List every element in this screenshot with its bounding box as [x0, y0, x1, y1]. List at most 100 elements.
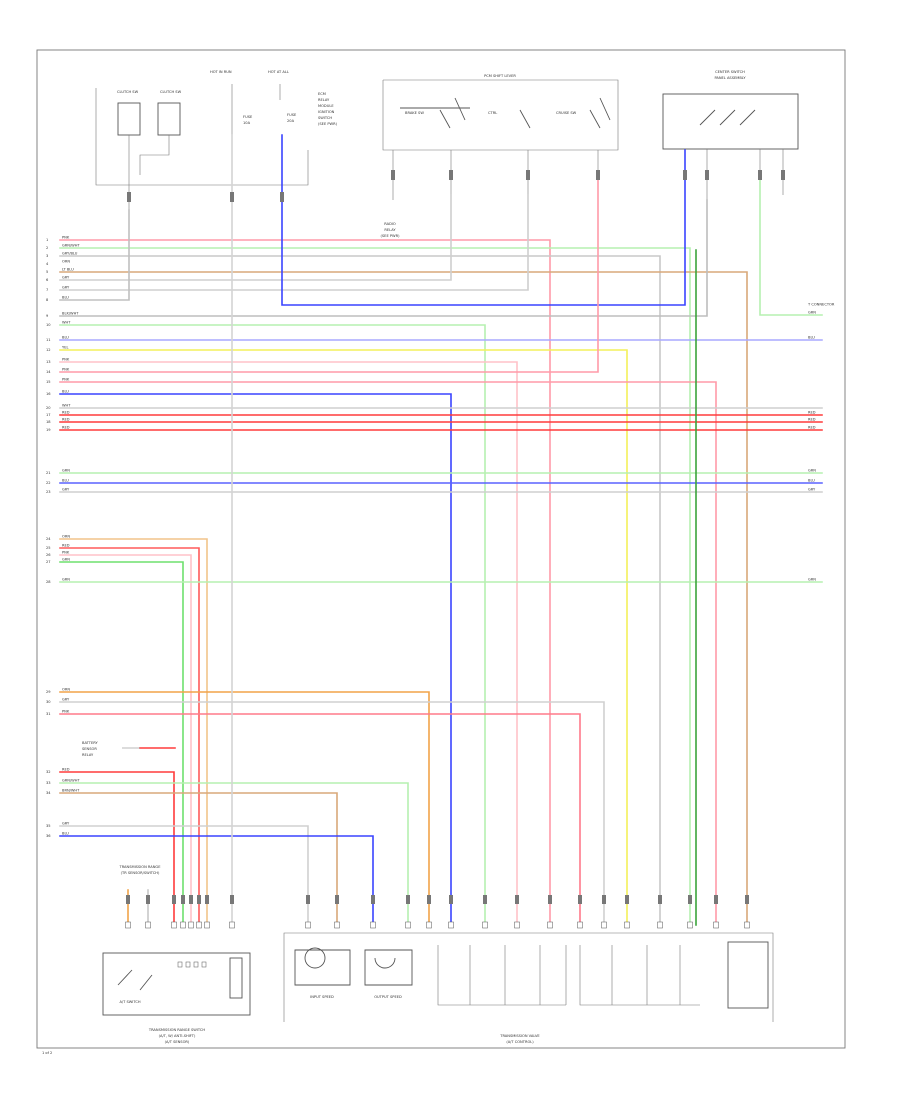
diagram-frame	[36, 49, 846, 1049]
connector-pin	[172, 895, 176, 904]
left-wire-label: GRN/WHT	[62, 779, 80, 783]
left-wire-label: ORN	[62, 260, 70, 264]
wire-red-5	[59, 771, 175, 926]
connector-terminal	[204, 921, 210, 929]
left-wire-label: YEL	[62, 346, 68, 350]
svg-text:IGNITION: IGNITION	[318, 110, 335, 114]
connector-terminal	[744, 921, 750, 929]
right-wire-label: GRN	[808, 469, 816, 473]
wire-pnk-3	[59, 179, 599, 373]
left-wire-label: BLK/WHT	[62, 312, 79, 316]
left-pin-number: 28	[46, 580, 51, 584]
connector-terminal	[514, 921, 520, 929]
connector-pin	[625, 895, 629, 904]
center-switch-panel: CENTER SWITCH PANEL ASSEMBLY	[662, 70, 799, 200]
right-wire-label: GRN	[808, 578, 816, 582]
svg-text:A/T SWITCH: A/T SWITCH	[119, 1000, 140, 1004]
right-wire-label: RED	[808, 418, 816, 422]
left-wire-label: PNK	[62, 358, 70, 362]
connector-pin	[126, 895, 130, 904]
left-pin-number: 14	[46, 370, 51, 374]
left-pin-number: 15	[46, 380, 51, 384]
connector-terminal	[547, 921, 553, 929]
connector-pin	[335, 895, 339, 904]
connector-terminal	[229, 921, 235, 929]
svg-text:TRANSMISSION RANGE: TRANSMISSION RANGE	[119, 865, 162, 869]
left-pin-number: 4	[46, 262, 49, 266]
clutch-switch-group: CLUTCH SW CLUTCH SW HOT IN RUN HOT AT AL…	[95, 70, 338, 210]
left-wire-label: GRN	[62, 558, 70, 562]
connector-pins-bottom	[125, 895, 750, 929]
left-wire-label: GRY	[62, 276, 70, 280]
connector-pin	[230, 895, 234, 904]
left-wire-label: RED	[62, 768, 70, 772]
connector-terminal	[448, 921, 454, 929]
transmission-valve-body: INPUT SPEED OUTPUT SPEED TRANSMISSION VA…	[283, 932, 774, 1044]
svg-text:SENSOR: SENSOR	[82, 747, 97, 751]
left-pin-number: 30	[46, 700, 51, 704]
right-wire-label: RED	[808, 411, 816, 415]
connector-terminal	[426, 921, 432, 929]
wire-grnwht-2	[59, 782, 409, 926]
wire-grn-right	[759, 179, 823, 316]
wire-blu-2	[59, 393, 452, 926]
left-wire-label: BLU	[62, 336, 69, 340]
wire-blu-3	[59, 835, 374, 926]
left-pin-number: 32	[46, 770, 51, 774]
connector-pin	[688, 895, 692, 904]
connector-pin	[371, 895, 375, 904]
wire-gry-3	[59, 194, 529, 291]
left-wire-label: GRY	[62, 698, 70, 702]
connector-pin	[745, 895, 749, 904]
connector-terminal	[370, 921, 376, 929]
left-pin-number: 13	[46, 360, 51, 364]
left-pin-number: 33	[46, 781, 51, 785]
left-pin-number: 12	[46, 348, 51, 352]
connector-terminal	[171, 921, 177, 929]
right-wire-label: BLU	[808, 479, 815, 483]
connector-pin	[427, 895, 431, 904]
left-pin-number: 1	[46, 238, 48, 242]
left-wire-label: GRN	[62, 469, 70, 473]
connector-terminal	[657, 921, 663, 929]
left-pin-number: 11	[46, 338, 51, 342]
svg-text:RELAY: RELAY	[384, 228, 396, 232]
left-pin-number: 16	[46, 392, 51, 396]
left-wire-label: GRY/BLU	[62, 252, 78, 256]
battery-sensor-relay: BATTERY SENSOR RELAY	[82, 741, 140, 757]
left-wire-label: GRY	[62, 488, 70, 492]
wire-blkwht	[59, 199, 708, 317]
svg-text:RELAY: RELAY	[318, 98, 330, 102]
left-pin-number: 31	[46, 712, 51, 716]
left-pin-number: 22	[46, 481, 51, 485]
wire-gry-6	[59, 825, 309, 926]
left-pin-number: 9	[46, 314, 49, 318]
svg-text:PCM SHIFT LEVER: PCM SHIFT LEVER	[484, 74, 516, 78]
svg-text:RELAY: RELAY	[82, 753, 94, 757]
connector-terminal	[624, 921, 630, 929]
svg-text:10A: 10A	[243, 121, 251, 125]
svg-text:CLUTCH SW: CLUTCH SW	[117, 90, 139, 94]
left-wire-label: BLU	[62, 832, 69, 836]
left-pin-number: 2	[46, 246, 48, 250]
left-pin-number: 29	[46, 690, 51, 694]
svg-text:(A/T CONTROL): (A/T CONTROL)	[506, 1040, 534, 1044]
wire-gry-4	[59, 209, 130, 301]
svg-text:(SEE PWR): (SEE PWR)	[381, 234, 401, 238]
connector-terminal	[713, 921, 719, 929]
connector-terminal	[405, 921, 411, 929]
left-pin-number: 25	[46, 546, 51, 550]
left-wire-label: BLU	[62, 479, 69, 483]
left-wire-label: GRY	[62, 822, 70, 826]
left-pin-number: 7	[46, 288, 48, 292]
wire-gry-1	[59, 255, 661, 926]
connector-pin	[146, 895, 150, 904]
connector-pin	[306, 895, 310, 904]
connector-terminal	[180, 921, 186, 929]
connector-pin	[483, 895, 487, 904]
connector-terminal	[125, 921, 131, 929]
connector-terminal	[482, 921, 488, 929]
wire-red-4	[59, 547, 200, 926]
wire-gry-2	[59, 194, 452, 281]
